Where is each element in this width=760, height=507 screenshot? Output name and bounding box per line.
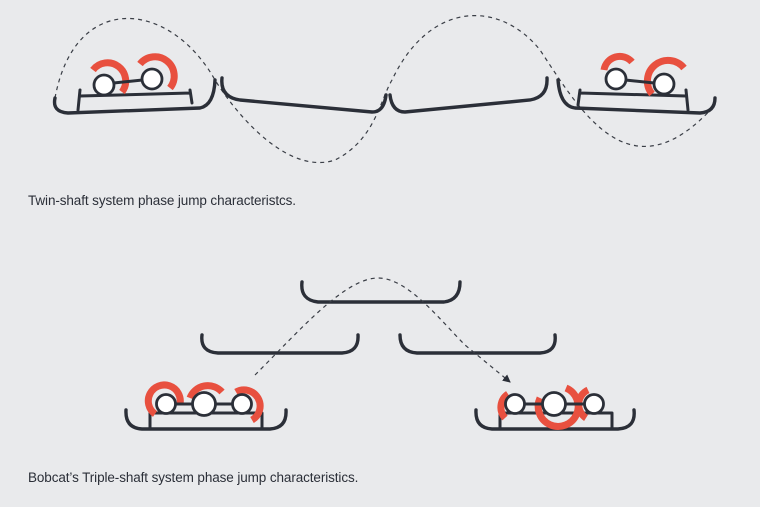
twin-shaft-right-tile: [556, 52, 717, 115]
shaft-rotation-arc: [234, 386, 264, 424]
triple-shaft-right-tile: [474, 384, 636, 431]
tile-tray: [556, 78, 717, 115]
triple-shaft-jump-trajectory: [254, 277, 511, 383]
triple-shaft-top-tile: [300, 280, 462, 304]
triple-shaft-mid-left-tile: [200, 333, 360, 355]
shaft-rotation-arc: [600, 52, 635, 71]
triple-shaft-left-tile: [124, 381, 288, 431]
tile-tray: [124, 408, 288, 431]
tile-cradle: [76, 88, 194, 112]
shaft-wheel: [191, 391, 217, 417]
shaft-wheel: [604, 67, 628, 91]
shaft-rotation-arc: [186, 382, 225, 400]
shaft-wheel: [504, 393, 526, 415]
tile-tray: [52, 78, 217, 115]
twin-shaft-empty-tile: [220, 76, 388, 114]
triple-shaft-diagram: [124, 277, 636, 431]
shaft-rotation-arc: [643, 56, 687, 97]
shaft-wheel: [541, 391, 567, 417]
shaft-rotation-arc: [144, 381, 184, 417]
shaft-wheel: [583, 393, 605, 415]
shaft-rotation-arc: [534, 384, 582, 430]
shaft-wheel: [155, 393, 177, 415]
shaft-rotation-arc: [497, 391, 511, 421]
triple-shaft-caption: Bobcat’s Triple-shaft system phase jump …: [28, 470, 359, 485]
shaft-wheel: [140, 67, 164, 91]
triple-shaft-mid-right-tile: [398, 333, 557, 355]
shaft-wheel: [231, 393, 253, 415]
shaft-rotation-arc: [90, 59, 130, 95]
twin-shaft-left-tile: [52, 53, 217, 115]
shaft-wheel: [92, 73, 116, 97]
tile-cradle: [576, 88, 690, 112]
shaft-wheel: [652, 72, 676, 96]
shaft-rotation-arc: [137, 53, 178, 91]
twin-shaft-diagram: [52, 15, 717, 163]
twin-shaft-caption: Twin-shaft system phase jump characteris…: [28, 193, 296, 208]
twin-shaft-empty-tile: [388, 76, 549, 114]
